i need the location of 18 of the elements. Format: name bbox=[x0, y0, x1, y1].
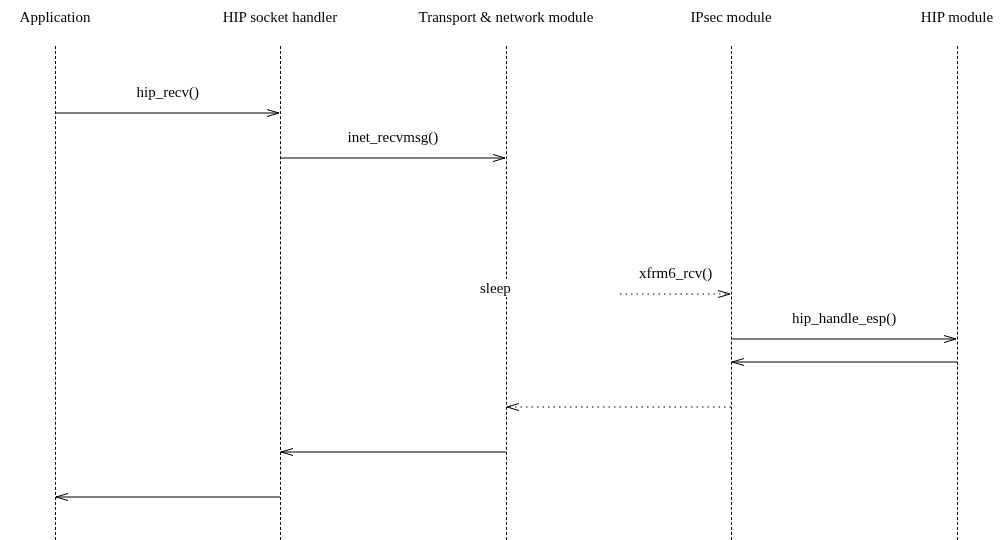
arrow bbox=[279, 154, 506, 162]
participant-name: Application bbox=[18, 8, 92, 26]
participant-name: HIP module bbox=[919, 8, 995, 26]
participant-name: HIP socket handler bbox=[221, 8, 339, 26]
arrow bbox=[54, 109, 280, 117]
arrow bbox=[730, 335, 957, 343]
edge-label: hip_recv() bbox=[136, 83, 199, 101]
participant-name: Transport & network module bbox=[417, 8, 595, 26]
edge-label: inet_recvmsg() bbox=[347, 128, 439, 146]
edge-label: hip_handle_esp() bbox=[792, 309, 897, 327]
arrow bbox=[506, 403, 732, 411]
participant-name: IPsec module bbox=[689, 8, 773, 26]
note-label: sleep bbox=[480, 279, 511, 297]
edge-label: xfrm6_rcv() bbox=[639, 264, 713, 282]
arrow bbox=[731, 358, 958, 366]
arrow bbox=[619, 290, 731, 298]
arrow bbox=[55, 493, 281, 501]
arrow bbox=[280, 448, 507, 456]
